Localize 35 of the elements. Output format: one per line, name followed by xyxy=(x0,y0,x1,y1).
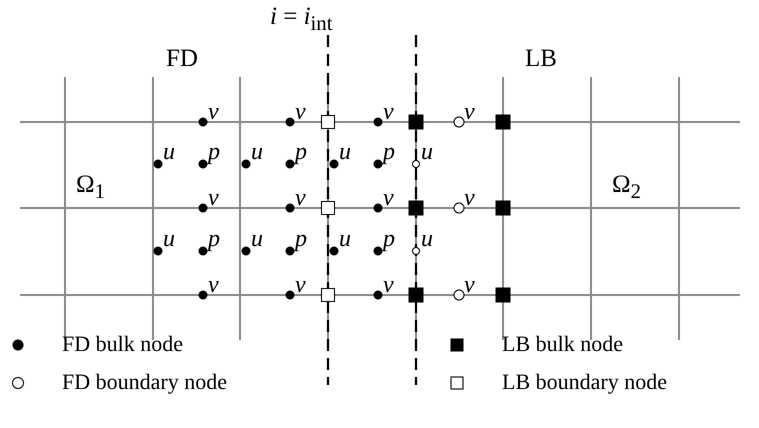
variable-label: u xyxy=(251,140,263,164)
domain-label: Ω$_{1}$ xyxy=(76,172,106,202)
variable-label: v xyxy=(295,186,306,210)
variable-label: v xyxy=(383,273,394,297)
variable-label: v xyxy=(464,273,475,297)
variable-label: p xyxy=(295,140,307,164)
variable-label: u xyxy=(421,227,433,251)
variable-label: u xyxy=(421,140,433,164)
variable-label: p xyxy=(295,227,307,251)
variable-label: p xyxy=(383,227,395,251)
variable-label: u xyxy=(339,140,351,164)
variable-label: u xyxy=(163,140,175,164)
interface-label: i = i$_{int}$ xyxy=(270,4,333,34)
variable-label: u xyxy=(251,227,263,251)
variable-label: p xyxy=(383,140,395,164)
variable-label: v xyxy=(383,186,394,210)
variable-label: v xyxy=(464,100,475,124)
variable-label: u xyxy=(339,227,351,251)
variable-label: v xyxy=(208,186,219,210)
legend-label: FD boundary node xyxy=(62,371,227,393)
variable-label: v xyxy=(464,186,475,210)
domain-label: Ω$_{2}$ xyxy=(612,172,642,202)
variable-label: v xyxy=(383,100,394,124)
legend-label: LB bulk node xyxy=(502,333,623,355)
region-label: FD xyxy=(166,46,198,71)
variable-label: p xyxy=(208,227,220,251)
region-label: LB xyxy=(525,46,557,71)
variable-label: u xyxy=(163,227,175,251)
variable-label: v xyxy=(208,273,219,297)
variable-label: v xyxy=(295,273,306,297)
variable-label: v xyxy=(208,100,219,124)
legend-label: LB boundary node xyxy=(502,371,667,393)
variable-label: v xyxy=(295,100,306,124)
variable-label: p xyxy=(208,140,220,164)
legend-label: FD bulk node xyxy=(62,333,183,355)
